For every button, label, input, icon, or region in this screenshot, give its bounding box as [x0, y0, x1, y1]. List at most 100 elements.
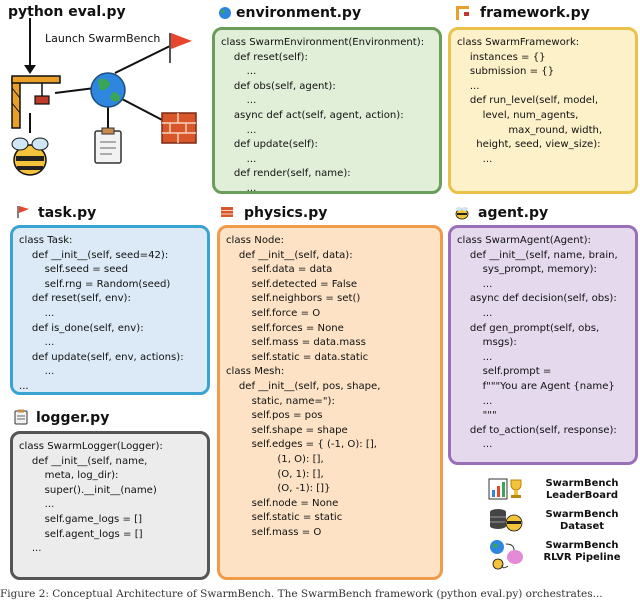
code-line: ...: [19, 499, 55, 511]
panel-title-logger: logger.py: [36, 410, 110, 426]
code-lines: class SwarmLogger(Logger): def __init__(…: [19, 440, 201, 557]
code-line: class SwarmLogger(Logger):: [19, 441, 163, 452]
code-line: max_round, width,: [457, 124, 603, 136]
code-line: def is_done(self, env):: [19, 322, 144, 334]
code-line: ...: [457, 153, 493, 165]
crane-icon: [11, 75, 61, 129]
panel-task: class Task: def __init__(self, seed=42):…: [10, 225, 210, 395]
code-line: def run_level(self, model,: [457, 95, 599, 107]
code-line: sys_prompt, memory):: [457, 264, 597, 276]
code-line: class SwarmFramework:: [457, 37, 580, 48]
code-line: level, num_agents,: [457, 109, 579, 121]
code-line: (O, 1): [],: [226, 468, 324, 480]
rlvr-pipeline-icon: [490, 540, 523, 570]
code-line: self.mass = data.mass: [226, 337, 366, 349]
code-line: self.detected = False: [226, 278, 358, 290]
code-line: msgs):: [457, 337, 517, 349]
brick-icon: [161, 112, 197, 144]
bee-icon: [11, 137, 49, 176]
code-line: def reset(self, env):: [19, 293, 131, 305]
code-line: ...: [457, 307, 493, 319]
code-line: ...: [221, 182, 257, 194]
code-line: height, seed, view_size):: [457, 139, 601, 151]
code-line: def obs(self, agent):: [221, 80, 336, 92]
launch-label: Launch SwarmBench: [45, 32, 161, 45]
code-line: def __init__(self, name,: [19, 455, 148, 467]
dataset-icon: [490, 509, 523, 532]
code-line: class SwarmAgent(Agent):: [457, 235, 591, 246]
code-line: def render(self, name):: [221, 168, 351, 180]
code-line: (1, O): [],: [226, 453, 324, 465]
code-line: ...: [19, 337, 55, 349]
panel-title-task: task.py: [38, 205, 97, 221]
code-line: submission = {}: [457, 66, 555, 78]
bee-icon: [455, 207, 469, 220]
code-line: ...: [457, 395, 493, 407]
code-line: self.game_logs = []: [19, 513, 143, 525]
globe-icon: [219, 7, 231, 19]
code-line: def to_action(self, response):: [457, 424, 617, 436]
code-lines: class Task: def __init__(self, seed=42):…: [19, 234, 201, 392]
code-line: def __init__(self, pos, shape,: [226, 380, 381, 392]
code-line: class Node:: [226, 235, 285, 246]
code-line: def gen_prompt(self, obs,: [457, 322, 600, 334]
code-line: def __init__(self, seed=42):: [19, 249, 169, 261]
panel-physics: class Node: def __init__(self, data): se…: [217, 225, 443, 580]
code-line: ...: [457, 439, 493, 451]
code-line: class Mesh:: [226, 366, 285, 378]
code-line: def update(self):: [221, 139, 318, 151]
code-line: def reset(self):: [221, 51, 308, 63]
flag-icon: [17, 206, 29, 218]
panel-title-framework: framework.py: [480, 5, 590, 21]
code-line: instances = {}: [457, 51, 546, 63]
clipboard-icon: [14, 409, 28, 425]
code-line: (O, -1): []}: [226, 483, 331, 495]
code-line: self.rng = Random(seed): [19, 278, 171, 290]
command-label: python eval.py: [8, 4, 126, 20]
panel-title-agent: agent.py: [478, 205, 549, 221]
code-line: def __init__(self, data):: [226, 249, 353, 261]
code-line: ...: [221, 95, 257, 107]
code-line: ...: [19, 307, 55, 319]
code-line: self.static = static: [226, 512, 343, 524]
code-line: ...: [457, 80, 480, 92]
code-line: f"""You are Agent {name}: [457, 380, 615, 392]
code-line: self.shape = shape: [226, 424, 348, 436]
code-line: ...: [457, 351, 493, 363]
code-line: ...: [221, 124, 257, 136]
code-lines: class Node: def __init__(self, data): se…: [226, 234, 434, 540]
crane-icon: [456, 6, 469, 20]
code-line: self.neighbors = set(): [226, 293, 361, 305]
code-line: super().__init__(name): [19, 484, 157, 496]
panel-framework: class SwarmFramework: instances = {} sub…: [448, 27, 638, 194]
code-line: self.force = O: [226, 307, 321, 319]
code-line: self.prompt =: [457, 366, 552, 378]
code-line: self.data = data: [226, 264, 333, 276]
code-line: def __init__(self, name, brain,: [457, 249, 618, 261]
code-line: self.seed = seed: [19, 264, 129, 276]
panel-title-physics: physics.py: [244, 205, 328, 221]
code-line: self.mass = O: [226, 526, 322, 538]
panel-environment: class SwarmEnvironment(Environment): def…: [212, 27, 442, 194]
code-line: async def decision(self, obs):: [457, 293, 617, 305]
code-line: ...: [19, 543, 42, 555]
panel-logger: class SwarmLogger(Logger): def __init__(…: [10, 431, 210, 580]
leaderboard-icon: [488, 478, 522, 500]
code-line: self.static = data.static: [226, 351, 369, 363]
code-line: class SwarmEnvironment(Environment):: [221, 37, 425, 48]
code-line: self.edges = { (-1, O): [],: [226, 439, 377, 451]
brick-icon: [221, 207, 233, 217]
code-line: ...: [221, 153, 257, 165]
launch-arrow-head: [24, 65, 36, 74]
panel-agent: class SwarmAgent(Agent): def __init__(se…: [448, 225, 638, 465]
code-line: """: [457, 410, 497, 422]
panel-title-environment: environment.py: [236, 5, 362, 21]
code-line: def update(self, env, actions):: [19, 351, 184, 363]
code-line: self.agent_logs = []: [19, 528, 143, 540]
clipboard-icon: [94, 127, 122, 164]
flag-icon: [169, 33, 192, 63]
code-line: ...: [221, 66, 257, 78]
